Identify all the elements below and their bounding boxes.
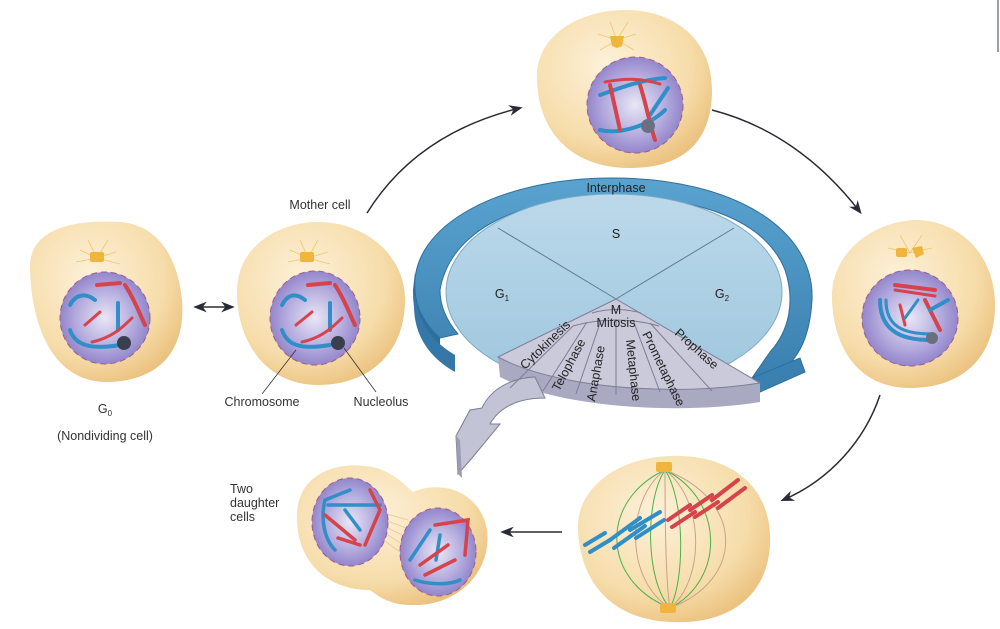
sector-divider xyxy=(497,227,617,300)
phase-metaphase: Metaphase xyxy=(623,339,643,402)
interphase-ring xyxy=(414,177,813,379)
chromosomes xyxy=(598,76,670,142)
nucleolus-callout: Nucleolus xyxy=(354,395,409,409)
mitosis-wedge xyxy=(496,298,762,390)
top-cell xyxy=(536,10,712,168)
g0-label: G0 xyxy=(98,402,113,418)
interphase-label: Interphase xyxy=(586,181,645,195)
mother-cell: Mother cell Chromosome Nucleolus xyxy=(224,198,408,409)
cytoplasm xyxy=(577,455,771,623)
m-arc xyxy=(591,309,642,314)
m-phase-label: M xyxy=(611,303,621,317)
chromosome-callout-line xyxy=(261,349,297,395)
mitosis-exit-arrow-side xyxy=(456,436,462,478)
nucleolus-callout-line xyxy=(343,347,377,393)
chromosomes xyxy=(583,478,747,554)
centrosome-icon-top xyxy=(656,462,672,472)
right-cell xyxy=(831,220,995,388)
mitosis-wedge-side xyxy=(498,357,760,409)
cell-cycle-disc: Interphase S G1 G2 M Mitosis Cytokinesis… xyxy=(413,177,813,478)
nucleolus xyxy=(117,336,131,350)
centrosome-icon-bottom xyxy=(660,603,676,613)
nucleolus xyxy=(331,336,345,350)
spindle-fibers xyxy=(616,469,727,609)
chromosome-callout: Chromosome xyxy=(224,395,299,409)
g0-cell: G0 (Nondividing cell) xyxy=(29,221,183,443)
phase-dividers xyxy=(509,319,713,395)
mitosis-label: Mitosis xyxy=(597,316,636,330)
mother-cell-label: Mother cell xyxy=(289,198,350,212)
arrow-to-metaphase xyxy=(780,394,881,502)
daughter-label-line-3: cells xyxy=(230,510,255,524)
nucleus xyxy=(861,269,959,367)
centrosome-icon xyxy=(75,239,121,265)
centrosome-icon xyxy=(597,21,637,51)
metaphase-cell xyxy=(577,455,771,623)
g2-phase-label: G2 xyxy=(715,287,730,303)
scrollbar-edge xyxy=(997,0,999,52)
daughter-label-line-1: Two xyxy=(230,482,253,496)
nucleolus xyxy=(926,332,938,344)
g1-phase-label: G1 xyxy=(495,287,510,303)
arrow-to-prophase xyxy=(366,105,523,214)
interphase-ring-side xyxy=(413,272,440,356)
s-phase-label: S xyxy=(612,227,620,241)
chromosomes xyxy=(68,281,147,349)
mitosis-exit-arrow xyxy=(455,376,546,476)
sector-divider xyxy=(615,227,735,300)
daughter-cells: Two daughter cells xyxy=(230,465,488,606)
chromosomes xyxy=(878,283,950,342)
centrosome-icon xyxy=(887,234,933,258)
daughter-label-line-2: daughter xyxy=(230,496,279,510)
centrosome-icon xyxy=(287,239,331,265)
chromosomes xyxy=(321,488,470,586)
arrow-to-prometaphase xyxy=(711,109,862,215)
chromosomes xyxy=(280,281,357,349)
interphase-ring-thickness xyxy=(414,290,455,372)
nucleolus xyxy=(641,119,655,133)
nucleus xyxy=(586,56,684,154)
g0-caption: (Nondividing cell) xyxy=(57,429,153,443)
